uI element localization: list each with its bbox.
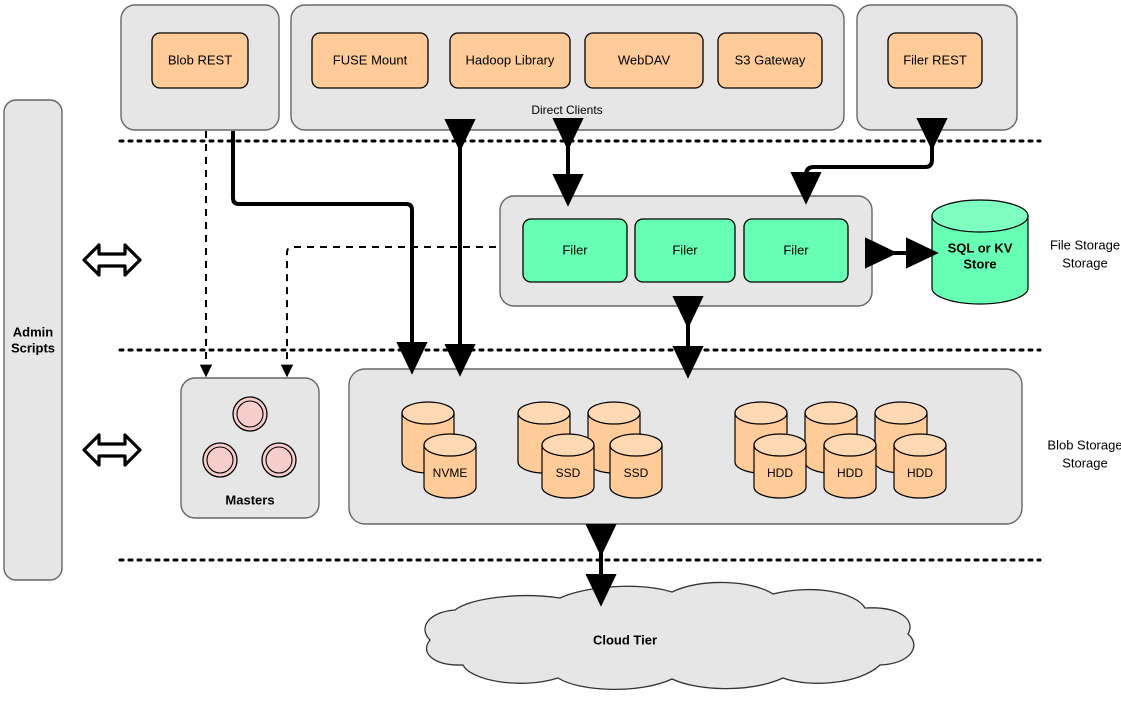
admin-scripts-label-line1: Admin xyxy=(13,324,54,339)
filer-box-3[interactable]: Filer xyxy=(743,218,849,283)
client-box-webdav[interactable]: WebDAV xyxy=(584,32,704,89)
volume-label-hdd-2: HDD xyxy=(837,466,863,480)
volume-label-hdd-3: HDD xyxy=(907,466,933,480)
file-storage-tier-label-2: Storage xyxy=(1062,255,1108,270)
admin-to-filer-bidir-arrow xyxy=(82,243,142,277)
direct-clients-group: FUSE Mount Hadoop Library WebDAV S3 Gate… xyxy=(290,4,845,131)
filer-label-1: Filer xyxy=(562,242,588,257)
filer-group-container: Filer Filer Filer xyxy=(499,195,873,307)
client-box-filer-rest[interactable]: Filer REST xyxy=(887,32,983,89)
cloud-tier[interactable]: Cloud Tier xyxy=(424,581,915,691)
volume-group-hdd[interactable]: HDD HDD HDD xyxy=(734,401,947,499)
client-box-s3-gateway[interactable]: S3 Gateway xyxy=(717,32,823,89)
master-node-3 xyxy=(261,442,297,478)
volume-group-nvme[interactable]: NVME xyxy=(401,401,477,499)
admin-scripts-label-line2: Scripts xyxy=(11,340,55,355)
client-box-hadoop-library[interactable]: Hadoop Library xyxy=(449,32,571,89)
blob-rest-group: Blob REST xyxy=(120,4,280,131)
client-label-fuse-mount: FUSE Mount xyxy=(333,52,408,67)
store-label-line2: Store xyxy=(963,256,996,271)
blob-storage-tier-label-2: Storage xyxy=(1062,455,1108,470)
masters-label: Masters xyxy=(225,492,274,507)
direct-clients-caption: Direct Clients xyxy=(531,103,602,117)
volume-label-ssd-2: SSD xyxy=(624,466,649,480)
filer-rest-group: Filer REST xyxy=(856,4,1018,131)
master-node-1 xyxy=(232,396,268,432)
blob-storage-tier-label: Blob Storage xyxy=(1047,437,1121,452)
volume-servers-container: NVME SSD SSD xyxy=(348,368,1023,525)
volume-label-nvme: NVME xyxy=(433,466,468,480)
filerrest-to-filer-bidir-arrow xyxy=(790,118,948,205)
volume-label-hdd-1: HDD xyxy=(767,466,793,480)
client-label-s3-gateway: S3 Gateway xyxy=(735,52,806,67)
filer-label-3: Filer xyxy=(783,242,809,257)
store-label-line1: SQL or KV xyxy=(948,240,1013,255)
volume-group-ssd[interactable]: SSD SSD xyxy=(517,401,663,499)
filer-box-1[interactable]: Filer xyxy=(522,218,628,283)
filer-label-2: Filer xyxy=(672,242,698,257)
file-storage-tier-label: File Storage xyxy=(1050,237,1120,252)
filer-to-masters-dashed xyxy=(280,246,496,378)
client-label-blob-rest: Blob REST xyxy=(168,52,232,67)
cloud-tier-label: Cloud Tier xyxy=(593,632,657,647)
admin-to-blob-bidir-arrow xyxy=(82,433,142,467)
masters-box[interactable]: Masters xyxy=(180,377,320,519)
client-label-filer-rest: Filer REST xyxy=(903,52,967,67)
admin-scripts-panel[interactable]: Admin Scripts xyxy=(3,99,63,581)
master-node-2 xyxy=(202,442,238,478)
sql-or-kv-store-cylinder[interactable]: SQL or KV Store xyxy=(931,199,1029,305)
blobrest-to-volumes-arrow xyxy=(231,131,428,375)
client-box-fuse-mount[interactable]: FUSE Mount xyxy=(311,32,429,89)
client-label-hadoop-library: Hadoop Library xyxy=(466,52,555,67)
client-label-webdav: WebDAV xyxy=(618,52,671,67)
filer-box-2[interactable]: Filer xyxy=(634,218,736,283)
client-box-blob-rest[interactable]: Blob REST xyxy=(151,32,249,89)
volume-label-ssd-1: SSD xyxy=(556,466,581,480)
